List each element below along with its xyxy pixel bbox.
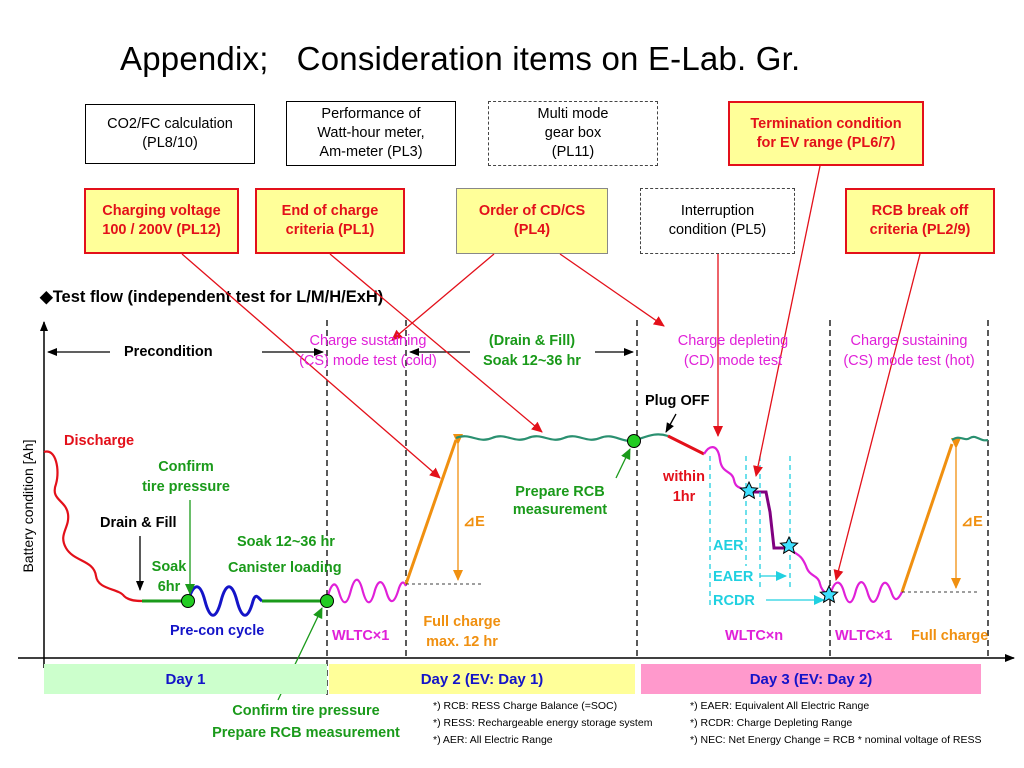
footnote: *) AER: All Electric Range <box>433 734 553 746</box>
cd-mode-label: Charge depleting (CD) mode test <box>677 333 789 369</box>
precon-cycle-label: Pre-con cycle <box>170 623 265 639</box>
rcdr-label: RCDR <box>713 593 755 609</box>
drain-fill-soak-label: (Drain & Fill) Soak 12~36 hr <box>483 333 581 369</box>
confirm-prepare-label: Confirm tire pressure Prepare RCB measur… <box>212 703 400 741</box>
leader-arrows <box>181 165 921 581</box>
discharge-curve <box>43 450 143 603</box>
prepare-rcb-label: Prepare RCB measurement <box>512 484 608 518</box>
phase-dividers <box>326 320 989 695</box>
eaer-label: EAER <box>713 569 754 585</box>
termination-condition-box: Termination condition for EV range (PL6/… <box>728 101 924 166</box>
canister-loading-label: Canister loading <box>228 560 342 576</box>
full-charge-rise-2 <box>900 443 954 593</box>
order-cd-cs-box: Order of CD/CS (PL4) <box>456 188 608 254</box>
footnote: *) EAER: Equivalent All Electric Range <box>690 700 870 712</box>
range-guides <box>709 456 791 608</box>
star-icon <box>739 480 759 500</box>
wltc-cold-curve <box>325 578 407 604</box>
interruption-condition-box: Interruption condition (PL5) <box>640 188 795 254</box>
checkpoint-dots <box>181 434 641 608</box>
within-1hr-label: within 1hr <box>663 469 705 505</box>
page-title: Appendix; Consideration items on E-Lab. … <box>120 40 801 77</box>
day2-band: Day 2 (EV: Day 1) <box>329 664 635 694</box>
aer-label: AER <box>713 538 744 554</box>
wltc-x1-hot-label: WLTC×1 <box>835 628 893 644</box>
star-icon <box>819 584 839 604</box>
co2-fc-calculation-box: CO2/FC calculation (PL8/10) <box>85 104 255 164</box>
precon-cycle-curve <box>186 585 263 617</box>
confirm-tire-label: Confirm tire pressure <box>142 459 230 495</box>
full-charge-rise-1 <box>404 439 458 585</box>
footnote: *) RESS: Rechargeable energy storage sys… <box>433 717 653 729</box>
delta-e-label-1: ⊿E <box>463 514 485 530</box>
cs-cold-label: Charge sustaining (CS) mode test (cold) <box>299 333 437 369</box>
cd-curve-1 <box>703 446 747 493</box>
star-icon <box>779 535 799 555</box>
rcb-break-off-box: RCB break off criteria (PL2/9) <box>845 188 995 254</box>
cs-hot-label: Charge sustaining (CS) mode test (hot) <box>843 333 975 369</box>
y-axis-label: Battery condition [Ah] <box>20 439 36 573</box>
day3-band: Day 3 (EV: Day 2) <box>641 664 981 694</box>
plug-off-segment <box>667 434 705 456</box>
footnote: *) NEC: Net Energy Change = RCB * nomina… <box>690 734 982 746</box>
flow-title: ◆Test flow (independent test for L/M/H/E… <box>40 288 384 306</box>
delta-e-label-2: ⊿E <box>961 514 983 530</box>
wltc-x1-cold-label: WLTC×1 <box>332 628 390 644</box>
day1-band: Day 1 <box>44 664 327 694</box>
end-of-charge-box: End of charge criteria (PL1) <box>255 188 405 254</box>
plug-off-label: Plug OFF <box>645 393 710 409</box>
full-charge-12hr-label: Full charge max. 12 hr <box>423 614 501 650</box>
soak-6hr-label: Soak 6hr <box>151 559 187 595</box>
charging-voltage-box: Charging voltage 100 / 200V (PL12) <box>84 188 239 254</box>
soak-12-36-label: Soak 12~36 hr <box>237 534 335 550</box>
footnote: *) RCDR: Charge Depleting Range <box>690 717 853 729</box>
discharge-label: Discharge <box>64 433 135 449</box>
watt-hour-meter-box: Performance of Watt-hour meter, Am-meter… <box>286 101 456 166</box>
precondition-label: Precondition <box>124 344 213 360</box>
cd-curve-2 <box>789 547 829 597</box>
wltc-hot-curve <box>828 581 903 604</box>
cd-purple-segment <box>746 490 790 550</box>
drain-fill-label: Drain & Fill <box>100 515 177 531</box>
rcb-break-stars <box>739 480 839 604</box>
multi-mode-gearbox-box: Multi mode gear box (PL11) <box>488 101 658 166</box>
footnote: *) RCB: RESS Charge Balance (=SOC) <box>433 700 618 712</box>
full-charge-label: Full charge <box>911 628 989 644</box>
wltc-xn-label: WLTC×n <box>725 628 784 644</box>
